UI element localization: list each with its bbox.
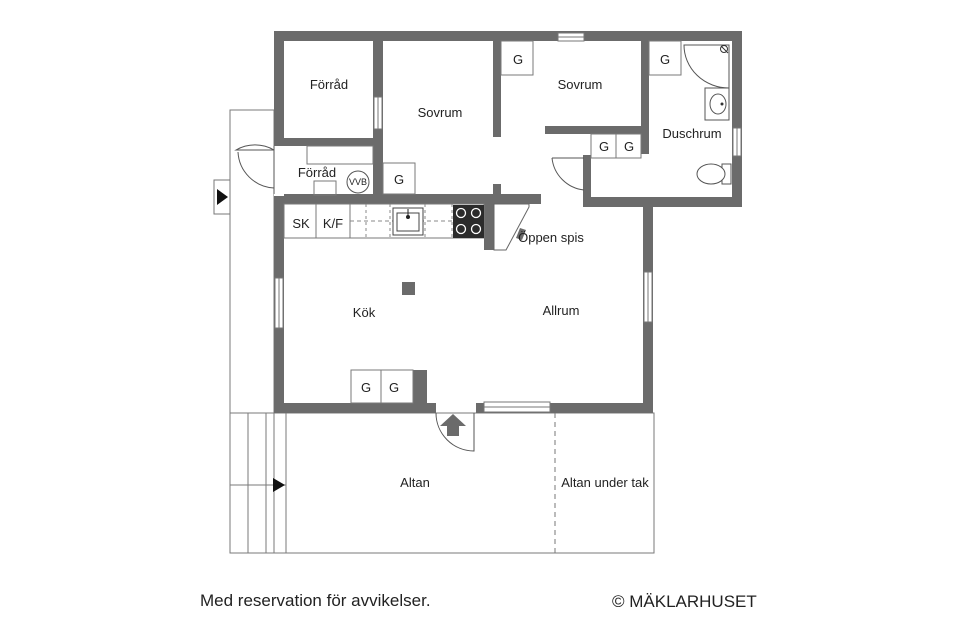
entrance-arrow-icon — [440, 414, 466, 436]
cabinets — [350, 40, 682, 404]
cabinet-label: G — [361, 380, 371, 395]
vvb-label: VVB — [349, 177, 367, 187]
arrow-right-icon — [273, 478, 285, 492]
fixture-label-kf: K/F — [323, 216, 343, 231]
room-label-altan: Altan — [400, 475, 430, 490]
water-heater: VVB — [346, 170, 370, 194]
cabinet-label: G — [624, 139, 634, 154]
arrow-right-icon — [213, 179, 231, 215]
room-label-allrum: Allrum — [543, 303, 580, 318]
cabinet-label: G — [513, 52, 523, 67]
room-label-duschrum: Duschrum — [662, 126, 721, 141]
room-label-oppen-spis: Öppen spis — [518, 230, 584, 245]
storage-fixtures — [306, 145, 416, 196]
room-label-sovrum: Sovrum — [418, 105, 463, 120]
disclaimer-text: Med reservation för avvikelser. — [200, 591, 431, 610]
brand-text: © MÄKLARHUSET — [612, 592, 757, 611]
shower-icon — [683, 44, 730, 89]
cabinet-label: G — [389, 380, 399, 395]
room-label-kok: Kök — [353, 305, 376, 320]
fixture-label-sk: SK — [292, 216, 310, 231]
room-label-altan-under-tak: Altan under tak — [561, 475, 649, 490]
cabinet-label: G — [394, 172, 404, 187]
room-label-forrad-small: Förråd — [298, 165, 336, 180]
doors — [234, 144, 585, 452]
windows — [274, 32, 742, 413]
fireplace — [493, 203, 530, 251]
cabinet-label: G — [660, 52, 670, 67]
sink-icon — [392, 207, 424, 236]
toilet-icon — [696, 163, 732, 185]
room-label-sovrum-2: Sovrum — [558, 77, 603, 92]
cabinet-label: G — [599, 139, 609, 154]
washbasin-icon — [704, 87, 730, 121]
stove-icon — [453, 205, 484, 238]
room-label-forrad: Förråd — [310, 77, 348, 92]
